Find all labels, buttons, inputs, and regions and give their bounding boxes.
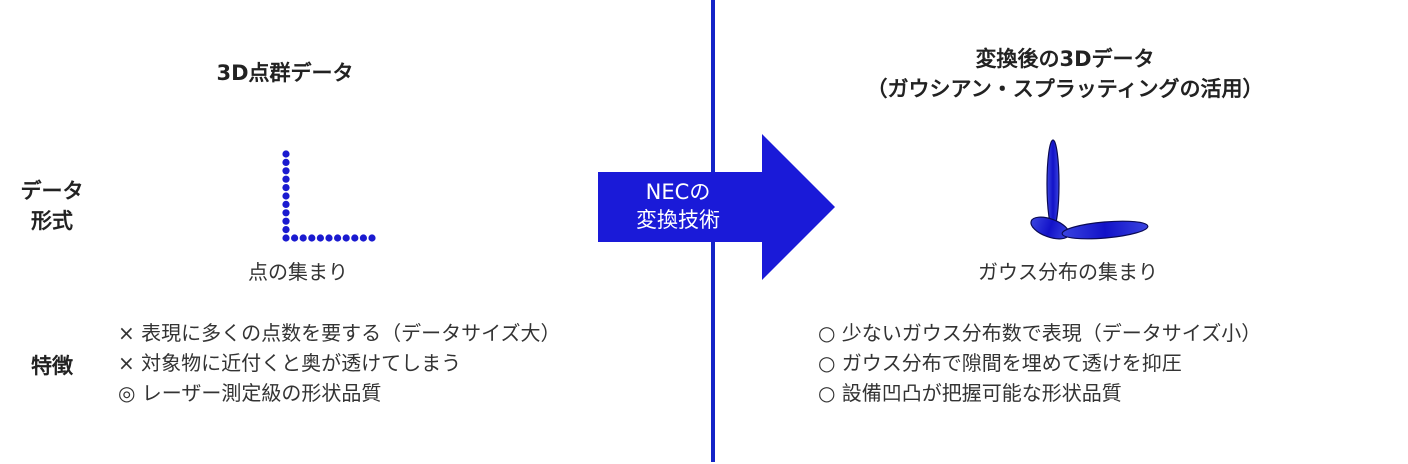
left-feature-list: × 表現に多くの点数を要する（データサイズ大） × 対象物に近付くと奥が透けてし…: [118, 318, 561, 408]
row-label-data-format: データ 形式: [14, 176, 90, 236]
point-cloud-illustration: [282, 150, 376, 242]
point-dot: [282, 226, 290, 234]
point-dot: [282, 175, 290, 183]
point-dot: [282, 200, 290, 208]
gaussian-ellipse-horizontal: [1061, 220, 1149, 240]
left-feature-3: ◎ レーザー測定級の形状品質: [118, 381, 382, 405]
right-heading-line1: 変換後の3Dデータ: [975, 47, 1155, 71]
left-feature-1: × 表現に多くの点数を要する（データサイズ大）: [118, 321, 561, 345]
point-dot: [342, 234, 350, 242]
point-dot: [282, 234, 290, 242]
right-feature-3: ○ 設備凹凸が把握可能な形状品質: [818, 381, 1122, 405]
point-dot: [291, 234, 299, 242]
point-dot: [282, 209, 290, 217]
right-caption: ガウス分布の集まり: [978, 260, 1158, 284]
arrow-label-line2: 変換技術: [636, 208, 720, 232]
arrow-label-line1: NECの: [645, 180, 711, 204]
right-feature-2: ○ ガウス分布で隙間を埋めて透けを抑圧: [818, 351, 1182, 375]
right-heading: 変換後の3Dデータ （ガウシアン・スプラッティングの活用）: [830, 44, 1300, 104]
point-cloud-dots: [282, 150, 376, 242]
left-feature-2: × 対象物に近付くと奥が透けてしまう: [118, 351, 462, 375]
point-dot: [282, 192, 290, 200]
left-caption: 点の集まり: [248, 260, 348, 284]
row-label-data-format-line1: データ: [20, 179, 84, 203]
point-dot: [282, 217, 290, 225]
right-feature-list: ○ 少ないガウス分布数で表現（データサイズ小） ○ ガウス分布で隙間を埋めて透け…: [818, 318, 1261, 408]
point-dot: [308, 234, 316, 242]
arrow-label: NECの 変換技術: [610, 178, 746, 234]
left-heading: 3D点群データ: [216, 61, 354, 85]
point-dot: [351, 234, 359, 242]
point-dot: [334, 234, 342, 242]
point-dot: [325, 234, 333, 242]
row-label-data-format-line2: 形式: [31, 209, 73, 233]
point-dot: [359, 234, 367, 242]
point-dot: [282, 184, 290, 192]
row-label-features: 特徴: [31, 354, 73, 378]
point-dot: [282, 158, 290, 166]
gaussian-ellipse-vertical: [1046, 139, 1060, 229]
right-feature-1: ○ 少ないガウス分布数で表現（データサイズ小）: [818, 321, 1262, 345]
conversion-arrow: [598, 134, 835, 280]
right-heading-line2: （ガウシアン・スプラッティングの活用）: [866, 77, 1264, 101]
point-dot: [299, 234, 307, 242]
gaussian-illustration: [1030, 139, 1149, 240]
point-dot: [368, 234, 376, 242]
point-dot: [282, 167, 290, 175]
point-dot: [316, 234, 324, 242]
point-dot: [282, 150, 290, 158]
